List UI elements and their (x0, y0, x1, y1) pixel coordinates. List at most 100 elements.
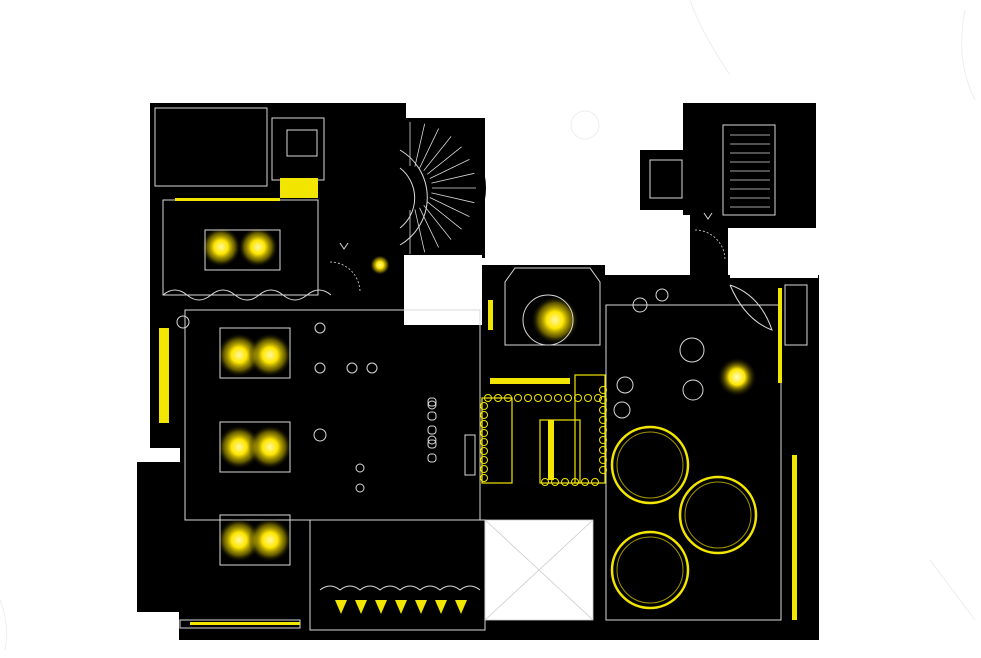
bar-stool-icon (480, 474, 488, 482)
bar-stool-icon (541, 478, 549, 486)
bar-stool-icon (599, 466, 607, 474)
bar-stool-icon (427, 397, 437, 407)
bar-stool-icon (480, 438, 488, 446)
triangle-spotlight-icon (415, 600, 427, 614)
round-table-icon (176, 315, 190, 329)
voids (150, 215, 818, 621)
bar-stools (480, 386, 607, 486)
triangle-spotlight-icon (455, 600, 467, 614)
bar-stool-icon (564, 394, 572, 402)
glow-light-icon (248, 333, 292, 377)
bar-stool-icon (480, 402, 488, 410)
glow-light-icon (370, 255, 390, 275)
bar-stool-icon (480, 420, 488, 428)
glow-light-icon (201, 227, 241, 267)
booths (610, 425, 758, 610)
stair-tread (419, 207, 439, 248)
bar-stool-icon (599, 386, 607, 394)
bar-stool-icon (574, 394, 582, 402)
bar-stool-icon (551, 478, 559, 486)
bar-stool-icon (427, 425, 437, 435)
round-table-icon (355, 483, 365, 493)
booth-inner (684, 481, 752, 549)
bar-stool-icon (599, 436, 607, 444)
glow-light-icon (248, 425, 292, 469)
stair-tread (414, 123, 426, 167)
glow-lights (201, 227, 579, 562)
bar-stool-icon (480, 465, 488, 473)
triangle-spotlight-icon (355, 600, 367, 614)
plant-icon (319, 585, 481, 591)
triangle-spotlight-icon (335, 600, 347, 614)
bar-stool-icon (494, 394, 502, 402)
bar-stool-icon (534, 394, 542, 402)
glow-light-icon (248, 518, 292, 562)
round-table-icon (314, 322, 326, 334)
bar-stool-icon (514, 394, 522, 402)
bar-stool-icon (599, 406, 607, 414)
stair-tread (431, 172, 475, 184)
stair-tread (431, 192, 475, 204)
round-table-icon (314, 362, 326, 374)
bar-stool-icon (599, 416, 607, 424)
lounge-table (219, 514, 291, 566)
bar-stool-icon (480, 456, 488, 464)
round-table-icon (313, 428, 327, 442)
bar-stool-icon (544, 394, 552, 402)
bar-stool-icon (427, 411, 437, 421)
glow-light-icon (217, 425, 261, 469)
stair-tread (423, 204, 452, 240)
bar-stool-icon (524, 394, 532, 402)
stair-tread (423, 136, 452, 172)
round-table-icon (346, 362, 358, 374)
round-table-icon (427, 435, 437, 445)
bar-stool-icon (504, 394, 512, 402)
bar-stool-icon (484, 394, 492, 402)
bar-stool-icon (594, 394, 602, 402)
booth-ring (610, 530, 690, 610)
stair-tread (426, 146, 462, 175)
spiral-staircase-icon (409, 122, 476, 254)
bar-stool-icon (480, 447, 488, 455)
round-table-icon (682, 379, 704, 401)
stair-tread (419, 128, 439, 169)
plant-icon (717, 357, 757, 397)
bar-stool-icon (591, 478, 599, 486)
lounge-table (219, 327, 291, 379)
triangle-spotlight-icon (435, 600, 447, 614)
triangle-spotlight-icon (375, 600, 387, 614)
bar-stool-icon (480, 411, 488, 419)
lounge-table (204, 229, 281, 271)
stair-tread (429, 159, 470, 179)
counter-block (464, 434, 476, 476)
round-table-icon (366, 362, 378, 374)
glow-light-icon (531, 296, 579, 344)
stair-tread (429, 197, 470, 217)
stair-tread (426, 201, 462, 230)
doors (329, 229, 726, 293)
door-chevrons (339, 212, 713, 250)
round-table-icon (616, 376, 634, 394)
bar-stool-icon (561, 478, 569, 486)
round-table-icon (355, 463, 365, 473)
bar-stool-icon (599, 396, 607, 404)
round-table-icon (679, 337, 705, 363)
bar-stool-icon (427, 439, 437, 449)
bar-stool-icon (599, 456, 607, 464)
bar-stool-icon (427, 453, 437, 463)
bar-stool-icon (599, 446, 607, 454)
spotlights (319, 585, 481, 614)
stair-tread (414, 209, 426, 253)
booth-inner (616, 431, 684, 499)
bar-stool-icon (571, 478, 579, 486)
accent-bands (159, 178, 797, 625)
glow-light-icon (217, 333, 261, 377)
tables (176, 229, 705, 566)
round-table-icon (613, 401, 631, 419)
glow-light-icon (217, 518, 261, 562)
lounge-table (219, 421, 291, 473)
round-table-icon (632, 297, 648, 313)
round-table-icon (522, 294, 574, 346)
